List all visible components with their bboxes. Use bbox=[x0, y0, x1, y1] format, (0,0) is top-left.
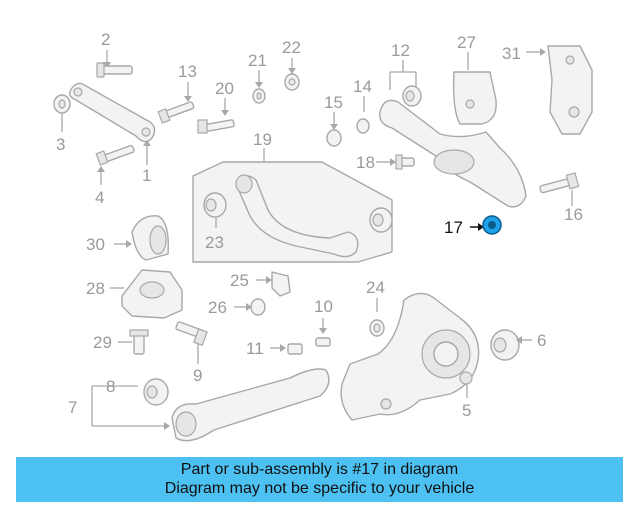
label-18: 18 bbox=[356, 153, 375, 172]
label-5: 5 bbox=[462, 401, 471, 420]
part-16-bolt bbox=[539, 172, 580, 206]
part-14-washer bbox=[356, 96, 370, 134]
label-10: 10 bbox=[314, 297, 333, 316]
label-6: 6 bbox=[537, 331, 546, 350]
label-25: 25 bbox=[230, 271, 249, 290]
label-12: 12 bbox=[391, 41, 410, 60]
part-9-bolt bbox=[175, 321, 208, 364]
part-10-bolt bbox=[315, 318, 331, 347]
part-18-bolt bbox=[376, 154, 415, 170]
label-8: 8 bbox=[106, 377, 115, 396]
part-30-bump-stop bbox=[114, 215, 169, 261]
label-24: 24 bbox=[366, 278, 385, 297]
label-2: 2 bbox=[101, 30, 110, 49]
label-13: 13 bbox=[178, 62, 197, 81]
part-15-nut bbox=[326, 112, 342, 147]
label-4: 4 bbox=[95, 188, 104, 207]
part-2-bolt bbox=[96, 50, 133, 78]
label-22: 22 bbox=[282, 38, 301, 57]
part-28-spring-seat bbox=[110, 269, 183, 319]
part-19-group bbox=[192, 148, 393, 263]
part-5-knuckle bbox=[340, 292, 480, 421]
part-31-bracket bbox=[526, 45, 593, 135]
label-28: 28 bbox=[86, 279, 105, 298]
part-11-bolt bbox=[270, 343, 303, 355]
label-26: 26 bbox=[208, 298, 227, 317]
part-24-seal bbox=[369, 298, 385, 337]
part-7-trailing-arm bbox=[91, 368, 330, 442]
label-1: 1 bbox=[142, 166, 151, 185]
part-21-washer bbox=[252, 70, 266, 104]
part-17-nut bbox=[470, 215, 502, 235]
label-17: 17 bbox=[444, 218, 463, 237]
part-26-nut bbox=[234, 298, 266, 316]
info-banner: Part or sub-assembly is #17 in diagram D… bbox=[16, 457, 623, 502]
label-15: 15 bbox=[324, 93, 343, 112]
label-16: 16 bbox=[564, 205, 583, 224]
label-27: 27 bbox=[457, 33, 476, 52]
label-31: 31 bbox=[502, 44, 521, 63]
part-3-bushing bbox=[53, 94, 71, 132]
part-4-bolt bbox=[95, 144, 135, 185]
part-1-lateral-link bbox=[69, 82, 156, 165]
label-7: 7 bbox=[68, 398, 77, 417]
part-12-lower-arm bbox=[379, 60, 527, 208]
label-9: 9 bbox=[193, 366, 202, 385]
banner-line-2: Diagram may not be specific to your vehi… bbox=[164, 480, 475, 497]
part-29-bolt bbox=[118, 329, 149, 355]
part-13-bolt bbox=[157, 82, 195, 124]
label-19: 19 bbox=[253, 130, 272, 149]
part-6-bushing bbox=[490, 329, 532, 361]
label-29: 29 bbox=[93, 333, 112, 352]
part-27-bracket bbox=[452, 52, 497, 125]
part-20-bolt bbox=[197, 98, 235, 134]
part-22-nut bbox=[284, 58, 300, 91]
label-11: 11 bbox=[246, 339, 264, 358]
label-30: 30 bbox=[86, 235, 105, 254]
banner-line-1: Part or sub-assembly is #17 in diagram bbox=[180, 461, 459, 478]
label-21: 21 bbox=[248, 51, 267, 70]
label-20: 20 bbox=[215, 79, 234, 98]
part-25-clip bbox=[256, 271, 291, 297]
label-23: 23 bbox=[205, 233, 224, 252]
label-3: 3 bbox=[56, 135, 65, 154]
label-14: 14 bbox=[353, 77, 372, 96]
